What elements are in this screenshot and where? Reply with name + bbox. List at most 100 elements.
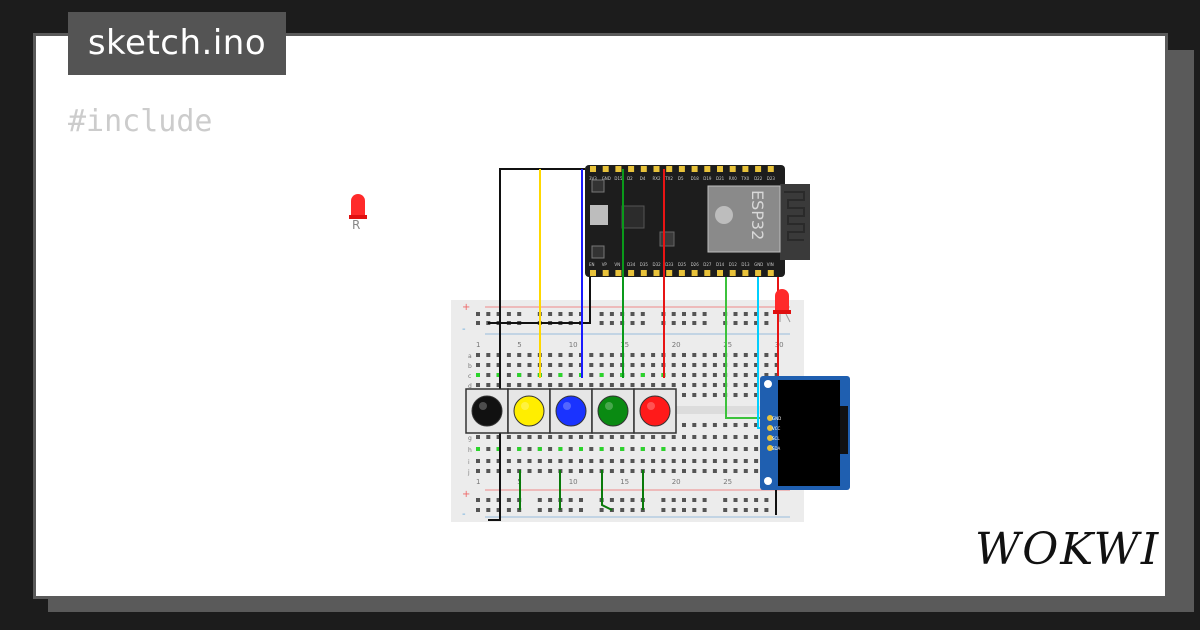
hole — [506, 383, 511, 387]
hole — [774, 353, 779, 357]
rail-plus-top: + — [462, 302, 470, 313]
reset-button[interactable] — [591, 245, 605, 259]
pushbutton-black[interactable] — [465, 388, 509, 434]
rail-hole — [733, 312, 738, 316]
hole — [599, 459, 604, 463]
hole — [640, 363, 645, 367]
hole — [506, 447, 511, 451]
hole — [568, 383, 573, 387]
oled-pin — [767, 425, 773, 431]
pushbutton-blue[interactable] — [549, 388, 593, 434]
hole — [558, 383, 563, 387]
pushbutton-green[interactable] — [591, 388, 635, 434]
hole — [527, 373, 532, 377]
hole — [609, 435, 614, 439]
rail-hole — [506, 498, 511, 502]
hole — [579, 383, 583, 387]
rail-hole — [754, 508, 759, 512]
esp32-board[interactable]: ESP32 3V3ENGNDVPD15VND2D34D4D35RX2D32TX2… — [585, 165, 810, 277]
rail-hole — [476, 508, 480, 512]
hole — [486, 435, 491, 439]
esp32-pin-label: D19 — [703, 176, 712, 181]
wire-black-rail[interactable] — [488, 277, 591, 324]
rail-hole — [692, 321, 697, 325]
rail-hole — [630, 508, 635, 512]
hole — [568, 459, 573, 463]
hole — [537, 469, 542, 473]
connected-hole — [558, 447, 563, 451]
esp32-pin-label: D4 — [640, 176, 646, 181]
pushbutton-shine — [479, 402, 487, 410]
hole — [702, 459, 707, 463]
oled-pin — [767, 435, 773, 441]
rail-hole — [486, 312, 491, 316]
pushbutton-group[interactable] — [465, 388, 677, 434]
column-number: 25 — [723, 478, 732, 486]
oled-pin — [767, 445, 773, 451]
connected-hole — [558, 373, 563, 377]
esp32-pin-label: D18 — [691, 176, 700, 181]
esp32-pin — [691, 270, 698, 276]
rail-hole — [733, 508, 738, 512]
wire-button-ground-3[interactable] — [601, 470, 613, 511]
esp32-pin — [704, 166, 711, 172]
hole — [599, 363, 604, 367]
wire-black-gnd[interactable] — [488, 168, 585, 521]
esp32-pin — [628, 270, 635, 276]
hole — [589, 353, 594, 357]
rail-hole — [661, 508, 666, 512]
esp32-pin-label: EN — [589, 262, 595, 267]
hole — [620, 469, 625, 473]
hole — [661, 383, 666, 387]
esp32-pin-label: TX2 — [664, 176, 673, 181]
esp32-pin-label: D15 — [614, 176, 623, 181]
hole — [682, 383, 686, 387]
rail-hole — [692, 312, 697, 316]
hole — [548, 459, 553, 463]
hole — [702, 469, 707, 473]
esp32-pin-headers: 3V3ENGNDVPD15VND2D34D4D35RX2D32TX2D33D5D… — [589, 166, 775, 276]
pushbutton-yellow[interactable] — [507, 388, 551, 434]
micro-usb-port[interactable] — [590, 205, 608, 225]
hole — [723, 423, 728, 427]
esp32-antenna — [780, 184, 810, 260]
rail-hole — [599, 508, 604, 512]
pushbutton-shine — [521, 402, 529, 410]
hole — [743, 469, 748, 473]
esp32-pin — [678, 166, 685, 172]
column-number: 20 — [672, 341, 681, 349]
hole — [651, 447, 656, 451]
hole — [609, 373, 614, 377]
hole — [640, 383, 645, 387]
oled-mount-hole — [764, 380, 772, 388]
hole — [733, 447, 738, 451]
wire-sda-green[interactable] — [725, 277, 768, 419]
led-left[interactable]: R — [349, 194, 367, 232]
file-tab-sketch[interactable]: sketch.ino — [68, 12, 286, 75]
connected-hole — [661, 447, 666, 451]
hole — [692, 383, 697, 387]
hole — [506, 459, 511, 463]
rail-hole — [476, 498, 480, 502]
rail-hole — [764, 321, 769, 325]
boot-button[interactable] — [591, 179, 605, 193]
hole — [476, 469, 480, 473]
rail-hole — [579, 508, 583, 512]
hole — [630, 459, 635, 463]
rail-hole — [671, 321, 676, 325]
hole — [754, 383, 759, 387]
esp32-pin — [640, 270, 647, 276]
rail-hole — [579, 498, 583, 502]
hole — [692, 393, 697, 397]
hole — [723, 459, 728, 463]
hole — [651, 353, 656, 357]
oled-pin-label: VCC — [772, 426, 781, 431]
column-number: 1 — [476, 478, 480, 486]
column-number: 5 — [517, 341, 521, 349]
led-right[interactable] — [773, 289, 791, 323]
hole — [620, 383, 625, 387]
pushbutton-red[interactable] — [633, 388, 677, 434]
